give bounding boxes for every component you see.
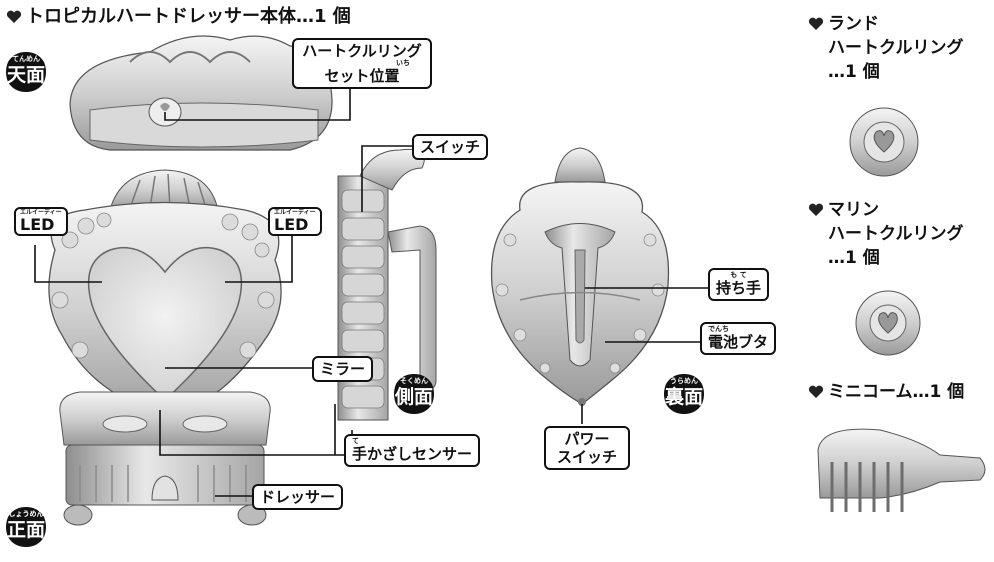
badge-label: 天面 [6, 64, 45, 86]
accessory-qty: …1 個 [828, 248, 880, 268]
callout-text: ミラー [320, 360, 366, 378]
back-view-drawing [490, 147, 670, 406]
accessory-name-line1: ランド [828, 14, 879, 34]
accessory-marin-ring: マリン ハートクルリング …1 個 [808, 198, 964, 270]
callout-ruby: も て [730, 271, 747, 279]
callout-led-right: エルイーディー LED [268, 207, 322, 236]
callout-led-left: エルイーディー LED [14, 207, 68, 236]
callout-line2: スイッチ [556, 448, 617, 466]
callout-ruby: いち [396, 59, 410, 67]
front-view-drawing [48, 169, 282, 526]
accessory-name-line2: ハートクルリング [828, 224, 964, 244]
callout-mirror: ミラー [312, 356, 374, 382]
heart-bullet-icon [6, 10, 22, 23]
callout-text: ドレッサー [260, 488, 336, 506]
top-view-drawing [69, 35, 333, 151]
badge-side-view: そくめん 側面 [392, 372, 436, 416]
badge-shape [394, 374, 434, 414]
accessory-land-ring: ランド ハートクルリング …1 個 [808, 12, 964, 84]
badge-ruby: しょうめん [8, 510, 44, 518]
badge-ruby: そくめん [400, 377, 428, 385]
accessory-mini-comb: ミニコーム…1 個 [808, 380, 964, 404]
callout-ring-set-position: ハートクルリング いち セット位置 [292, 38, 432, 89]
badge-shape [664, 374, 704, 414]
main-title: トロピカルハートドレッサー本体…1 個 [6, 6, 351, 28]
callout-line2: セット位置 [324, 67, 400, 85]
land-ring-drawing [849, 107, 919, 177]
callout-power-switch: パワー スイッチ [544, 426, 630, 470]
callout-handle: も て 持ち手 [708, 268, 770, 301]
heart-bullet-icon [808, 385, 824, 398]
badge-ruby: てんめん [12, 55, 40, 63]
badge-label: 正面 [6, 519, 45, 541]
callout-text: LED [20, 215, 55, 234]
main-title-text: トロピカルハートドレッサー本体…1 個 [26, 6, 351, 27]
callout-line1: ハートクルリング [302, 42, 422, 60]
badge-back-view: うらめん 裏面 [662, 372, 706, 416]
accessory-qty: …1 個 [828, 62, 880, 82]
badge-ruby: うらめん [670, 377, 698, 385]
callout-text: 電池ブタ [708, 333, 769, 351]
callout-text: 持ち手 [716, 279, 762, 297]
callout-ruby: エルイーディー [274, 209, 316, 216]
callout-switch: スイッチ [412, 134, 489, 160]
accessory-name: ミニコーム…1 個 [828, 382, 965, 402]
heart-bullet-icon [808, 203, 824, 216]
accessory-name-line2: ハートクルリング [828, 38, 964, 58]
callout-ruby: でんち [708, 325, 729, 333]
badge-shape [6, 507, 46, 547]
marin-ring-drawing [855, 290, 921, 356]
callout-hand-sensor: て 手かざしセンサー [344, 434, 481, 467]
badge-top-view: てんめん 天面 [4, 50, 48, 94]
callout-ruby: て [352, 437, 359, 445]
callout-ruby: エルイーディー [20, 209, 62, 216]
badge-shape [6, 52, 46, 92]
badge-label: 裏面 [664, 386, 703, 408]
mini-comb-drawing [817, 428, 986, 512]
callout-text: 手かざしセンサー [352, 445, 473, 463]
callout-battery-cover: でんち 電池ブタ [700, 322, 777, 355]
callout-text: LED [274, 215, 309, 234]
heart-bullet-icon [808, 17, 824, 30]
callout-dresser: ドレッサー [252, 484, 344, 510]
accessory-name-line1: マリン [828, 200, 879, 220]
callout-line1: パワー [564, 430, 610, 448]
callout-text: スイッチ [420, 138, 481, 156]
badge-label: 側面 [394, 386, 433, 408]
badge-front-view: しょうめん 正面 [4, 505, 48, 549]
